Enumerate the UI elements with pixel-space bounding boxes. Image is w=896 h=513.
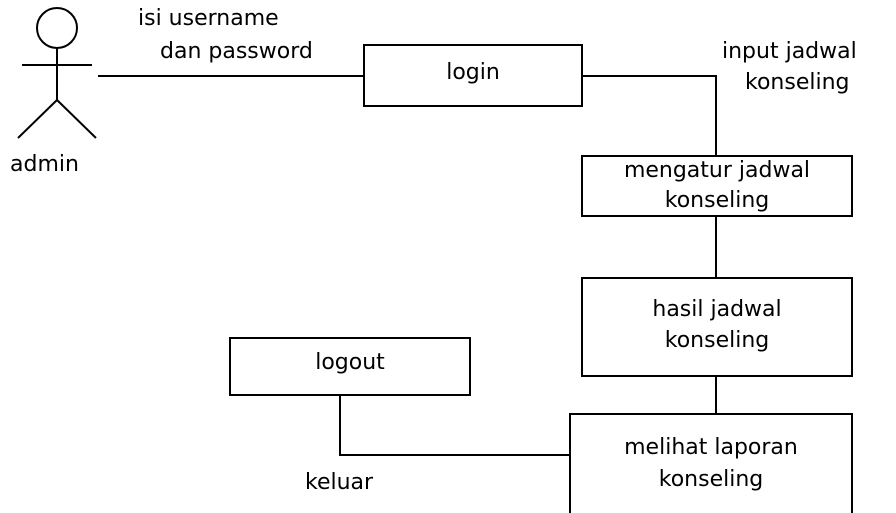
actor-left-leg [17,99,58,139]
edge-label-input-line2: konseling [745,70,850,95]
node-melihat-box [569,413,853,513]
edge-label-input-line1: input jadwal [722,39,857,64]
node-melihat-label-line2: konseling [658,467,764,492]
actor-icon [17,7,97,139]
node-hasil-label-line1: hasil jadwal [652,297,782,322]
node-melihat-label-line1: melihat laporan [624,435,798,460]
node-mengatur-label-line2: konseling [664,188,770,213]
node-logout-box [229,337,471,396]
node-mengatur-box [581,155,853,217]
edge-label-credentials-line1: isi username [138,6,279,31]
node-logout-label: logout [315,350,385,375]
edge-label-credentials-line2: dan password [160,39,313,64]
actor-head [36,7,78,49]
actor-right-leg [56,99,97,139]
actor-label: admin [10,152,79,177]
node-hasil-label-line2: konseling [664,328,770,353]
edge-login-mengatur [582,75,717,156]
node-login-box [363,44,583,107]
node-login-label: login [446,60,500,85]
node-hasil-box [581,277,853,377]
node-mengatur-label-line1: mengatur jadwal [623,158,811,183]
edge-logout-melihat [339,395,570,456]
edge-label-exit: keluar [305,470,374,495]
